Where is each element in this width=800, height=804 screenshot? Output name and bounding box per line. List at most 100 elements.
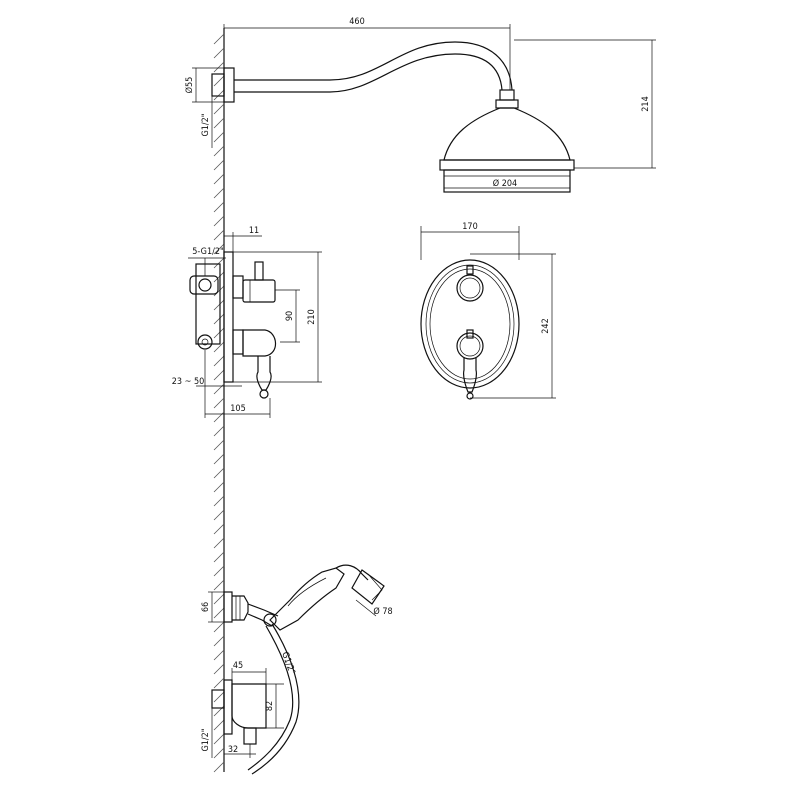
wall-hatch-line xyxy=(213,467,225,479)
dim-plate-height: 242 xyxy=(541,318,551,333)
mixer-side-view: 210 90 11 5-G1/2" 23 ~ 50 105 xyxy=(172,226,322,418)
wall-hatch-line xyxy=(213,187,225,199)
wall xyxy=(213,28,225,773)
wall-hatch-line xyxy=(213,313,225,325)
wall-hatch-line xyxy=(213,355,225,367)
wall-hatch-line xyxy=(213,243,225,255)
wall-hatch-line xyxy=(213,761,225,773)
wall-hatch-line xyxy=(213,663,225,675)
dim-flange-dia: Ø55 xyxy=(184,77,195,94)
hose xyxy=(247,625,294,771)
hand-shower-neck xyxy=(335,564,369,581)
wall-hatch-line xyxy=(213,299,225,311)
holder-flange xyxy=(223,591,233,623)
wall-hatch-line xyxy=(213,341,225,353)
ball-joint xyxy=(495,99,519,109)
holder-cup xyxy=(263,613,277,627)
dim-mixer-height: 210 xyxy=(307,309,317,324)
wall-outlet: 45 82 G1/2" 32 xyxy=(201,661,284,758)
wall-hatch-line xyxy=(213,383,225,395)
dim-spout-thread: G1/2" xyxy=(201,728,211,751)
wall-hatch-line xyxy=(213,397,225,409)
wall-hatch-line xyxy=(213,439,225,451)
dim-hand-thread: G1/2" xyxy=(279,651,296,676)
dim-holder-height: 66 xyxy=(201,602,211,612)
dim-spout-offset: 32 xyxy=(228,745,238,755)
wall-hatch-line xyxy=(213,691,225,703)
dim-head-dia: Ø 204 xyxy=(493,178,517,189)
wall-hatch-line xyxy=(213,369,225,381)
wall-hatch-line xyxy=(213,145,225,157)
wall-hatch-line xyxy=(213,607,225,619)
plate-outer xyxy=(420,259,520,389)
lower-knob xyxy=(242,329,277,357)
arm-connector xyxy=(499,89,515,101)
wall-flange xyxy=(223,67,235,103)
wall-hatch-line xyxy=(213,159,225,171)
wall-hatch-line xyxy=(213,677,225,689)
dim-spout-height: 82 xyxy=(265,701,275,711)
wall-hatch-line xyxy=(213,89,225,101)
wall-hatch-line xyxy=(213,271,225,283)
wall-hatch-line xyxy=(213,201,225,213)
wall-hatch-line xyxy=(213,327,225,339)
hand-shower: Ø 78 66 G1/2" xyxy=(201,564,393,775)
lever-handle xyxy=(256,356,272,391)
wall-hatch-line xyxy=(213,509,225,521)
wall-hatch-line xyxy=(213,649,225,661)
wall-hatch-line xyxy=(213,453,225,465)
shower-arm-inner xyxy=(234,53,503,93)
wall-hatch-line xyxy=(213,635,225,647)
outlet-body xyxy=(231,683,267,729)
mixer-inlet-top xyxy=(189,275,219,295)
shower-head-rim xyxy=(439,159,575,171)
dim-head-drop: 214 xyxy=(641,96,651,111)
outlet-flange xyxy=(223,679,233,735)
dim-spout-width: 45 xyxy=(233,661,243,671)
wall-hatch-line xyxy=(213,551,225,563)
wall-hatch-line xyxy=(213,61,225,73)
wall-hatch-line xyxy=(213,285,225,297)
shower-head-bell xyxy=(443,107,571,161)
mixer-front-view: 170 242 xyxy=(420,222,556,400)
upper-knob xyxy=(242,279,276,303)
dim-mixer-thickness: 11 xyxy=(249,226,259,236)
hand-shower-head xyxy=(351,569,385,605)
wall-hatch-line xyxy=(213,75,225,87)
holder-body xyxy=(232,595,249,621)
wall-hatch-line xyxy=(213,425,225,437)
dim-arm-length: 460 xyxy=(349,17,364,27)
wall-hatch-line xyxy=(213,719,225,731)
hand-shower-handle xyxy=(269,567,345,631)
wall-hatch-line xyxy=(213,537,225,549)
plate-lower-knob xyxy=(456,332,484,360)
wall-hatch-line xyxy=(213,495,225,507)
dim-arm-thread: G1/2" xyxy=(201,113,211,136)
outlet-nozzle xyxy=(243,727,257,745)
dim-mixer-inlets: 5-G1/2" xyxy=(192,247,223,257)
wall-hatch-line xyxy=(213,131,225,143)
plate-lever xyxy=(462,358,478,393)
wall-hatch-line xyxy=(213,747,225,759)
shower-arm xyxy=(234,41,513,91)
wall-hatch-line xyxy=(213,579,225,591)
wall-hatch-line xyxy=(213,103,225,115)
plate-upper-knob xyxy=(456,274,484,302)
wall-hatch-line xyxy=(213,481,225,493)
wall-hatch-line xyxy=(213,621,225,633)
wall-hatch-line xyxy=(213,117,225,129)
wall-hatch-line xyxy=(213,733,225,745)
dim-plate-width: 170 xyxy=(462,222,477,232)
wall-hatch-line xyxy=(213,411,225,423)
shower-head-face xyxy=(443,169,571,193)
mixer-body xyxy=(195,263,221,345)
dim-install-depth: 23 ~ 50 xyxy=(172,377,205,387)
dim-hand-head-dia: Ø 78 xyxy=(373,606,392,617)
wall-hatch-line xyxy=(213,593,225,605)
wall-hatch-line xyxy=(213,33,225,45)
wall-hatch-line xyxy=(213,173,225,185)
dim-mixer-projection: 105 xyxy=(230,404,245,414)
wall-hatch-line xyxy=(213,215,225,227)
